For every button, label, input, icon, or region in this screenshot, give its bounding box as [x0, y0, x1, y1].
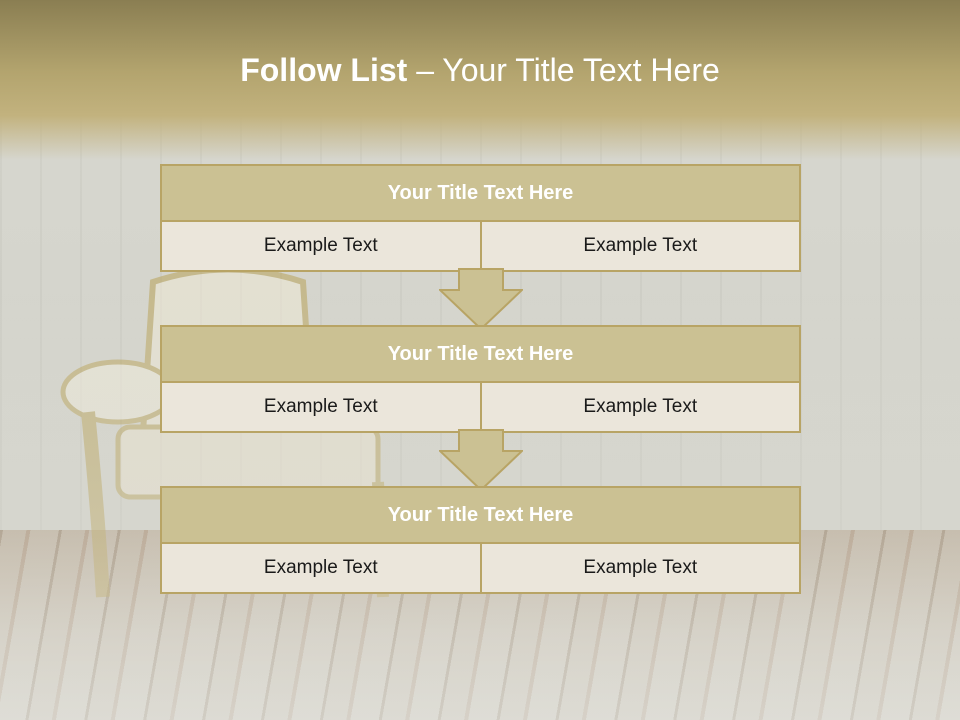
list-block-3: Your Title Text Here Example Text Exampl…	[160, 486, 801, 594]
block-cell-left[interactable]: Example Text	[263, 557, 378, 578]
block-cell-right[interactable]: Example Text	[479, 383, 800, 431]
block-row: Example Text Example Text	[162, 383, 799, 431]
block-cell-left[interactable]: Example Text	[263, 396, 378, 417]
down-arrow-icon	[439, 429, 523, 491]
block-cell-right[interactable]: Example Text	[479, 544, 800, 592]
slide-title: Follow List – Your Title Text Here	[0, 52, 960, 89]
block-cell-right[interactable]: Example Text	[479, 222, 800, 270]
block-title[interactable]: Your Title Text Here	[162, 166, 799, 222]
block-cell-left[interactable]: Example Text	[263, 235, 378, 256]
block-row: Example Text Example Text	[162, 222, 799, 270]
block-title[interactable]: Your Title Text Here	[162, 327, 799, 383]
slide-title-bold: Follow List	[240, 52, 408, 88]
list-block-2: Your Title Text Here Example Text Exampl…	[160, 325, 801, 433]
block-row: Example Text Example Text	[162, 544, 799, 592]
down-arrow-icon	[439, 268, 523, 330]
block-title[interactable]: Your Title Text Here	[162, 488, 799, 544]
slide-title-rest: – Your Title Text Here	[407, 52, 720, 88]
list-block-1: Your Title Text Here Example Text Exampl…	[160, 164, 801, 272]
